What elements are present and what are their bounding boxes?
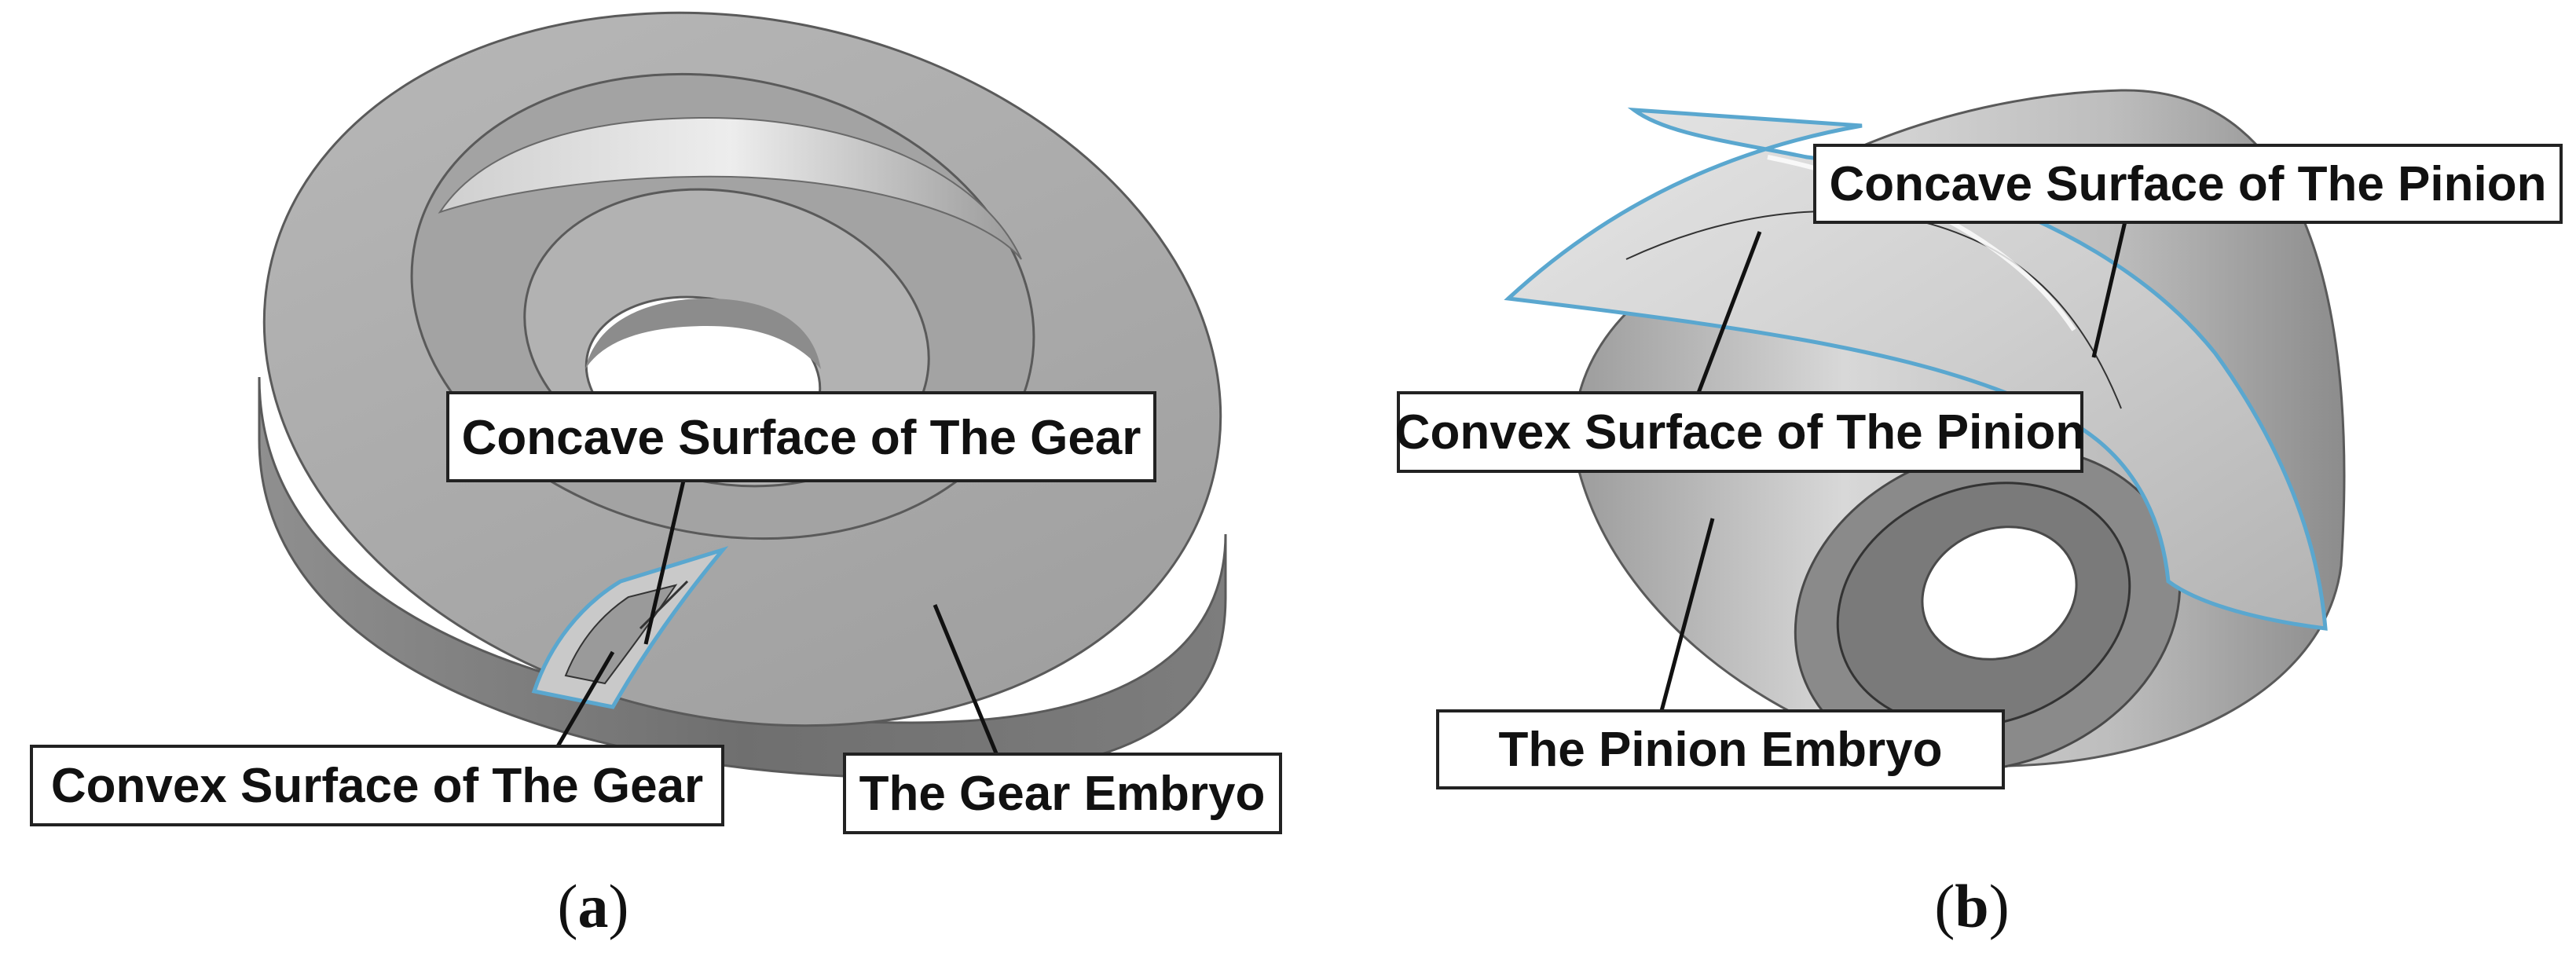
- gear-embryo-label-text: The Gear Embryo: [859, 767, 1266, 821]
- gear-tooth-slot: [531, 546, 729, 709]
- pinion-concave-label-text: Concave Surface of The Pinion: [1830, 157, 2547, 211]
- gear-concave-label-text: Concave Surface of The Gear: [462, 411, 1141, 465]
- gear-concave-label: Concave Surface of The Gear: [446, 391, 1156, 482]
- gear-leader-lines: [555, 480, 1008, 777]
- gear-bore-wall: [585, 299, 821, 369]
- gear-side-band: [258, 376, 1227, 779]
- caption-a: (a): [558, 872, 629, 940]
- pinion-convex-label: Convex Surface of The Pinion: [1395, 391, 2085, 473]
- caption-b: (b): [1934, 872, 2009, 940]
- caption-b-letter: b: [1955, 872, 1988, 940]
- pinion-leader-lines: [1659, 221, 2127, 712]
- pinion-bore-hole: [1921, 526, 2078, 661]
- gear-embryo-label: The Gear Embryo: [843, 753, 1282, 834]
- gear-recess-wall: [438, 116, 1022, 260]
- pinion-concave-label: Concave Surface of The Pinion: [1813, 144, 2563, 224]
- pinion-embryo-label: The Pinion Embryo: [1436, 709, 2005, 789]
- gear-convex-label: Convex Surface of The Gear: [30, 745, 724, 826]
- gear-convex-label-text: Convex Surface of The Gear: [51, 759, 703, 813]
- pinion-embryo-label-text: The Pinion Embryo: [1499, 723, 1943, 777]
- pinion-convex-label-text: Convex Surface of The Pinion: [1395, 405, 2085, 460]
- caption-a-letter: a: [578, 872, 609, 940]
